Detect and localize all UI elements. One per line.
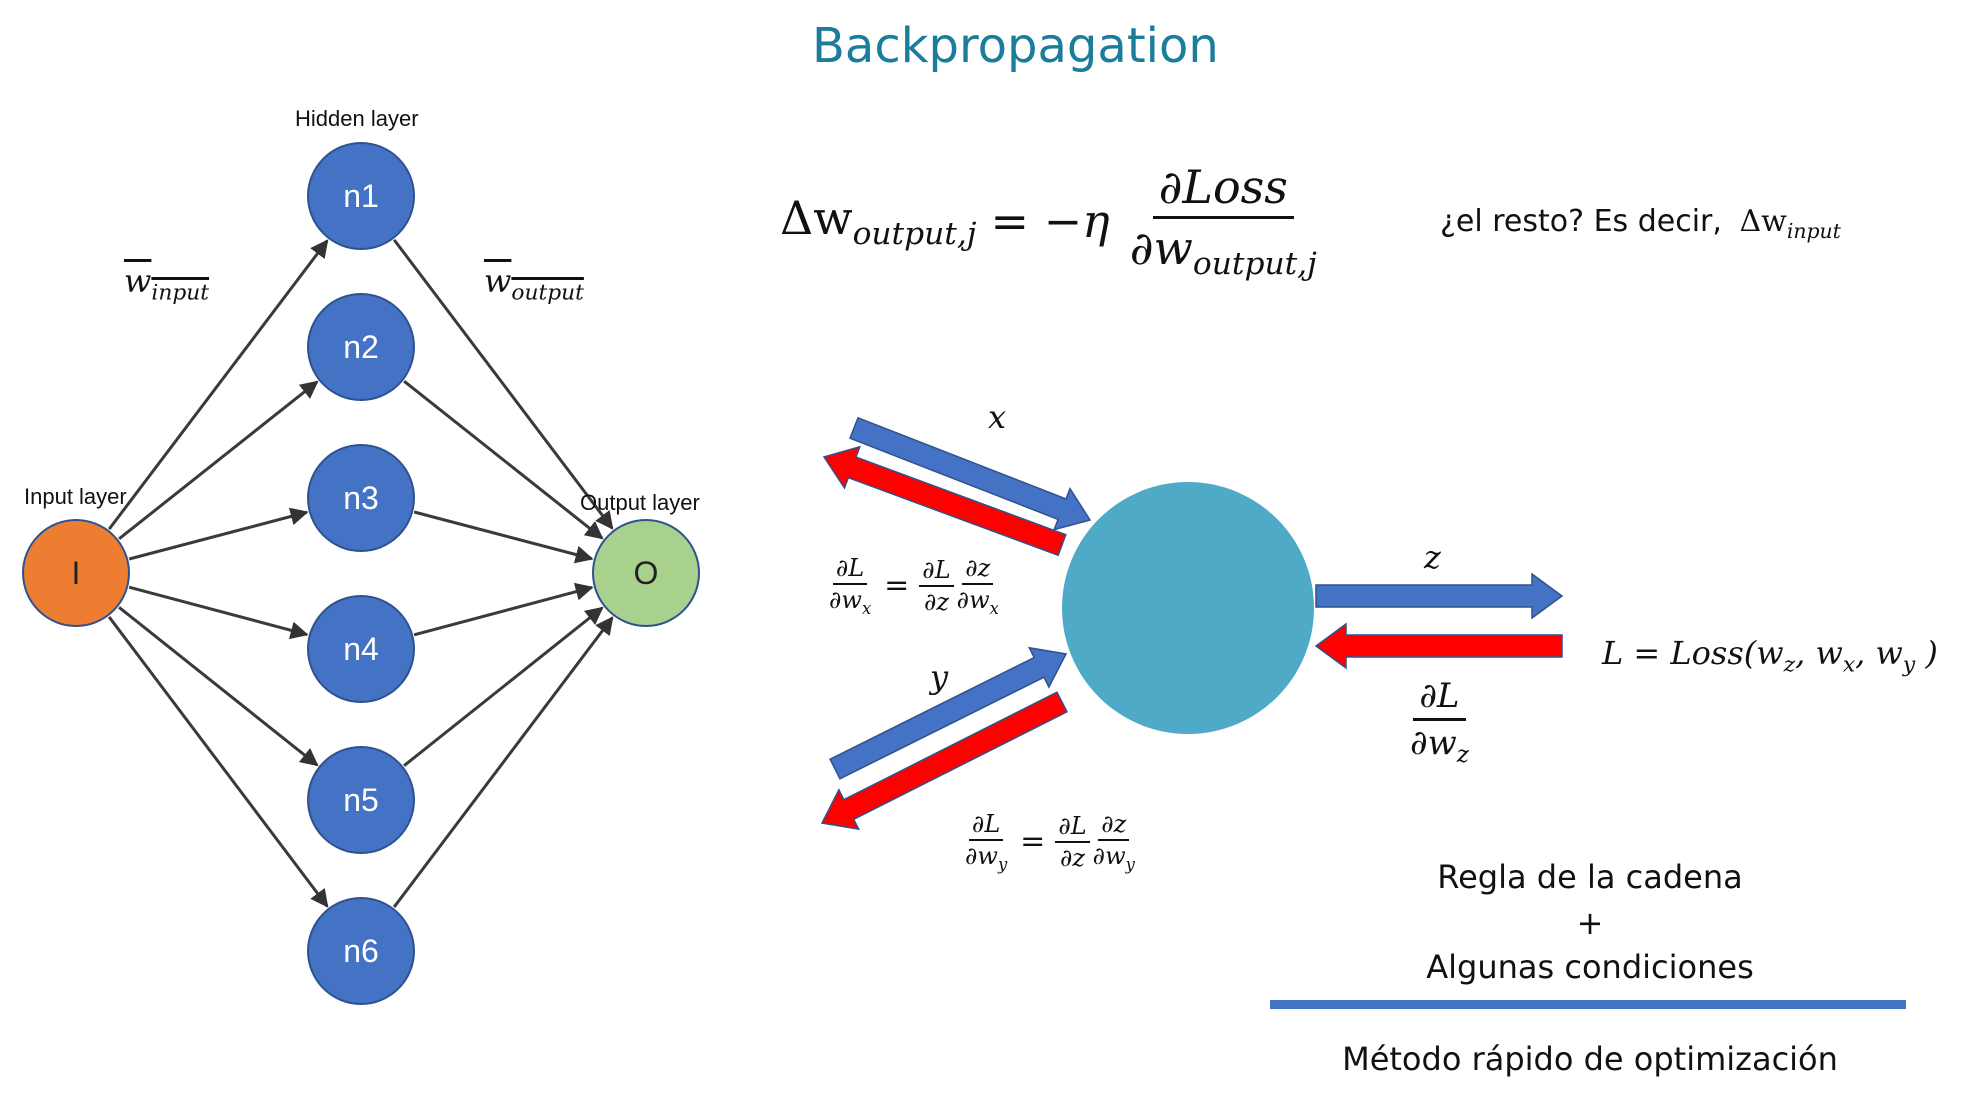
question-text: ¿el resto? Es decir, Δwinput — [1440, 204, 1841, 243]
edge-input-n2 — [118, 380, 319, 541]
forward-arrow-y — [829, 646, 1068, 780]
output-layer-label: Output layer — [580, 490, 700, 515]
edge-n2-output — [403, 379, 604, 540]
w-input-label: winput — [124, 262, 210, 306]
summary-line-1: Regla de la cadena — [1437, 858, 1743, 896]
weight-update-formula: Δwoutput,j = −η ∂Loss ∂woutput,j — [780, 160, 1323, 282]
hidden-node-n4: n4 — [307, 595, 415, 703]
backward-arrow-y — [820, 691, 1069, 831]
input-layer-label: Input layer — [24, 484, 127, 509]
neural-network-diagram: I On1 n2 n3 n4 n5 n6 — [22, 142, 700, 1005]
gradient-wx-formula: ∂L∂wx = ∂L∂z ∂z∂wx — [829, 554, 999, 618]
hidden-node-n6: n6 — [307, 897, 415, 1005]
svg-text:n1: n1 — [343, 178, 379, 214]
edge-n6-output — [392, 616, 614, 908]
input-node: I — [22, 519, 130, 627]
gradient-wy-formula: ∂L∂wy = ∂L∂z ∂z∂wy — [965, 810, 1135, 874]
neuron-diagram — [820, 416, 1564, 831]
edge-n5-output — [403, 606, 604, 767]
hidden-node-n2: n2 — [307, 293, 415, 401]
loss-function: L = Loss(wz, wx, wy ) — [1602, 634, 1938, 678]
forward-arrow-z — [1315, 572, 1564, 620]
edge-input-n1 — [107, 239, 329, 531]
formula-fraction: ∂Loss ∂woutput,j — [1129, 160, 1317, 283]
edge-input-n4 — [128, 585, 309, 640]
hidden-node-n5: n5 — [307, 746, 415, 854]
edge-input-n6 — [107, 616, 329, 908]
edge-n1-output — [392, 238, 614, 530]
slide-title: Backpropagation — [812, 18, 1219, 74]
svg-text:n3: n3 — [343, 480, 379, 516]
input-y-label: y — [930, 658, 949, 696]
formula-lhs: Δwoutput,j — [780, 190, 977, 252]
edge-input-n5 — [118, 606, 319, 767]
input-x-label: x — [988, 398, 1007, 436]
forward-arrow-x — [849, 416, 1092, 531]
summary-divider — [1270, 1000, 1906, 1009]
w-output-label: woutput — [484, 262, 584, 306]
output-node: O — [592, 519, 700, 627]
hidden-node-n3: n3 — [307, 444, 415, 552]
svg-text:n4: n4 — [343, 631, 379, 667]
summary-line-2: Algunas condiciones — [1426, 948, 1754, 986]
neuron-circle — [1062, 482, 1314, 734]
hidden-node-n1: n1 — [307, 142, 415, 250]
output-z-label: z — [1424, 538, 1441, 576]
hidden-layer-label: Hidden layer — [295, 106, 419, 131]
formula-eq: = −η — [990, 194, 1110, 249]
svg-text:O: O — [634, 555, 659, 591]
backward-arrow-x — [822, 445, 1067, 557]
svg-text:I: I — [72, 555, 81, 591]
summary-plus: + — [1576, 904, 1604, 942]
backward-arrow-z — [1314, 622, 1563, 670]
svg-text:n5: n5 — [343, 782, 379, 818]
svg-text:n6: n6 — [343, 933, 379, 969]
svg-text:n2: n2 — [343, 329, 379, 365]
gradient-wz-formula: ∂L∂wz — [1410, 676, 1469, 768]
edge-input-n3 — [128, 507, 309, 561]
edge-n3-output — [413, 510, 594, 564]
summary-result: Método rápido de optimización — [1342, 1040, 1838, 1078]
edge-n4-output — [413, 582, 594, 637]
